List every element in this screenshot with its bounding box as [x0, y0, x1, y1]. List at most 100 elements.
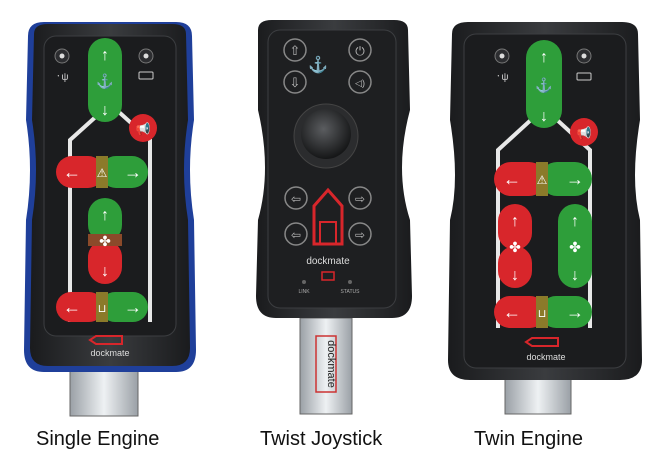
stern-thruster-right[interactable] — [540, 296, 592, 328]
propeller-icon: ✤ — [569, 239, 581, 255]
arrow-up-icon: ↑ — [101, 47, 109, 64]
engine-forward[interactable] — [88, 198, 122, 242]
propeller-icon: ✤ — [99, 233, 111, 249]
boat-icon — [312, 187, 344, 246]
power-button[interactable] — [348, 38, 372, 62]
arrow-left-icon: ⇦ — [291, 192, 301, 206]
stern-thruster-icon: ⊔ — [98, 303, 107, 315]
lower-button[interactable] — [283, 70, 307, 94]
twist-joystick-knob[interactable] — [301, 109, 351, 159]
bow-left-button[interactable] — [284, 186, 308, 210]
arrow-left-icon: ← — [503, 302, 521, 322]
stern-thruster-left[interactable] — [56, 292, 104, 322]
bow-right-button[interactable] — [348, 186, 372, 210]
battery-icon — [138, 71, 154, 80]
led-dot — [59, 53, 65, 59]
arrow-left-icon: ← — [503, 169, 521, 189]
arrow-right-icon: ⇨ — [355, 192, 365, 206]
arrow-left-icon: ← — [63, 162, 81, 182]
arrow-down-icon: ↓ — [101, 102, 109, 119]
arrow-up-icon: ⇧ — [290, 43, 301, 58]
status-label: STATUS — [341, 289, 361, 295]
brand-label: dockmate — [306, 256, 350, 267]
brand-label: dockmate — [526, 352, 565, 362]
twist-joystick-remote: dockmate ⇧ ⇩ ⚓ ⏻ ◁) ⇦ ⇨ ⇦ ⇨ — [256, 20, 412, 415]
antenna-icon: ᛫ψ — [55, 72, 68, 83]
anchor-icon: ⚓ — [96, 73, 113, 90]
bow-thruster-left[interactable] — [56, 156, 104, 188]
horn-icon: 📢 — [577, 126, 592, 140]
lanyard-logo-mark — [315, 335, 337, 393]
lanyard-brand: dockmate — [325, 340, 337, 388]
arrow-left-icon: ← — [63, 297, 81, 317]
arrow-up-icon: ↑ — [571, 213, 579, 230]
face-plate — [463, 33, 627, 369]
arrow-right-icon: → — [566, 169, 584, 189]
caption-twin-engine: Twin Engine — [474, 428, 583, 450]
stern-thruster-left[interactable] — [494, 296, 546, 328]
port-engine-forward[interactable] — [498, 204, 532, 250]
lanyard-strap — [504, 375, 572, 415]
pill-divider — [96, 156, 108, 188]
horn-icon: ◁) — [355, 78, 365, 88]
arrow-down-icon: ↓ — [571, 267, 579, 284]
bow-thruster-right[interactable] — [100, 156, 148, 188]
pill-divider — [536, 162, 548, 196]
stern-thruster-icon: ⊔ — [538, 308, 547, 320]
arrow-right-icon: ⇨ — [355, 228, 365, 242]
stern-left-button[interactable] — [284, 222, 308, 246]
dockmate-logo-mark — [524, 337, 559, 347]
starboard-engine-control[interactable] — [558, 204, 592, 288]
horn-button[interactable] — [129, 114, 157, 142]
anchor-control[interactable] — [88, 38, 122, 122]
pill-divider — [96, 292, 108, 322]
arrow-down-icon: ⇩ — [290, 75, 301, 90]
caption-single-engine: Single Engine — [36, 428, 160, 450]
led-dot — [581, 53, 587, 59]
horn-icon: 📢 — [136, 122, 151, 136]
lanyard-strap — [299, 317, 353, 415]
anchor-icon: ⚓ — [308, 55, 328, 74]
boat-icon-inner — [319, 221, 337, 244]
arrow-up-icon: ↑ — [540, 49, 548, 66]
arrow-right-icon: → — [566, 302, 584, 322]
arrow-left-icon: ⇦ — [291, 228, 301, 242]
dockmate-logo-mark — [88, 335, 123, 345]
link-label: LINK — [298, 289, 310, 295]
arrow-up-icon: ↑ — [101, 207, 109, 224]
led-dot — [143, 53, 149, 59]
status-led — [348, 280, 352, 284]
arrow-down-icon: ↓ — [101, 263, 109, 280]
pill-divider — [88, 234, 122, 246]
dockmate-logo-mark — [321, 271, 335, 281]
stern-thruster-right[interactable] — [100, 292, 148, 322]
raise-button[interactable] — [283, 38, 307, 62]
bow-thruster-left[interactable] — [494, 162, 546, 196]
battery-icon — [576, 72, 592, 81]
engine-reverse[interactable] — [88, 240, 122, 284]
bow-thruster-icon: ⚠ — [97, 166, 108, 180]
arrow-down-icon: ↓ — [540, 108, 548, 125]
single-engine-remote: ᛫ψ ↑ ⚓ ↓ 📢 ← ⚠ → ↑ ✤ ↓ — [24, 22, 196, 417]
antenna-icon: ᛫ψ — [495, 72, 508, 83]
arrow-up-icon: ↑ — [511, 213, 519, 230]
horn-button[interactable] — [570, 118, 598, 146]
pill-divider — [536, 296, 548, 328]
stern-right-button[interactable] — [348, 222, 372, 246]
arrow-right-icon: → — [124, 297, 142, 317]
link-led — [302, 280, 306, 284]
bow-thruster-icon: ⚠ — [537, 173, 548, 187]
anchor-control[interactable] — [526, 40, 562, 128]
arrow-down-icon: ↓ — [511, 267, 519, 284]
power-icon: ⏻ — [355, 44, 365, 58]
horn-button[interactable] — [348, 70, 372, 94]
port-engine-reverse[interactable] — [498, 246, 532, 288]
propeller-icon: ✤ — [509, 239, 521, 255]
led-dot — [499, 53, 505, 59]
twin-engine-remote: ᛫ψ ↑ ⚓ ↓ 📢 ← ⚠ → ↑ ✤ ↓ — [448, 22, 642, 415]
bow-thruster-right[interactable] — [540, 162, 592, 196]
caption-twist-joystick: Twist Joystick — [260, 428, 383, 450]
anchor-icon: ⚓ — [535, 77, 552, 94]
